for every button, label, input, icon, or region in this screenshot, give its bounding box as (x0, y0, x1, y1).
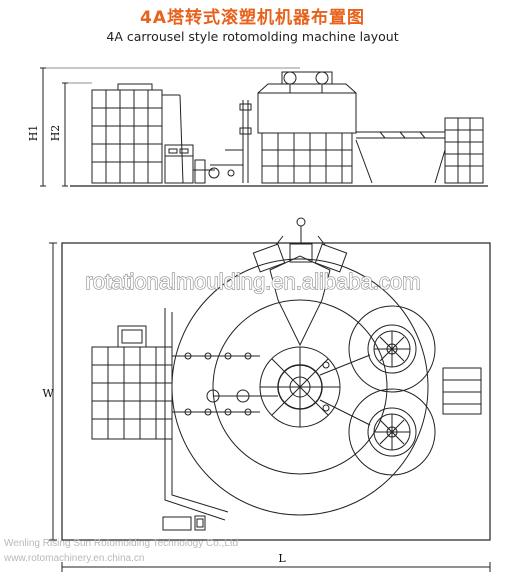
plan-view: W L (42, 217, 491, 572)
loading-cage-plan (91, 325, 173, 440)
floor-boundary (61, 242, 491, 541)
l-dimension (61, 562, 491, 572)
l-label: L (278, 552, 286, 565)
oven-elevation (91, 83, 184, 184)
carousel-spokes (260, 347, 340, 427)
arm-column (208, 100, 252, 183)
main-chamber (257, 71, 357, 184)
control-cabinet (164, 144, 215, 184)
cooling-station (434, 117, 484, 184)
w-label: W (42, 387, 54, 400)
mold-disc-lower (348, 388, 436, 476)
h1-label: H1 (27, 125, 40, 142)
watermark: rotationalmoulding.en.alibaba.com (85, 268, 421, 294)
oven-chamber-plan (252, 217, 348, 347)
h2-label: H2 (49, 125, 62, 142)
swing-circle-inner (212, 299, 388, 475)
cooling-conveyor (355, 131, 445, 184)
w-dimension (49, 242, 57, 541)
title-english: 4A carrousel style rotomolding machine l… (106, 29, 399, 44)
control-panel-plan (162, 515, 206, 531)
footer-company: Wenling Rising Sun Rotomolding Technolog… (4, 538, 239, 549)
watermark-text: rotationalmoulding.en.alibaba.com (85, 269, 420, 294)
height-dimensions (40, 67, 300, 187)
title-chinese: 4A塔转式滚塑机机器布置图 (140, 8, 365, 28)
footer-website: www.rotomachinery.en.china.cn (4, 553, 145, 564)
mold-disc-upper (348, 305, 436, 393)
cooling-station-plan (442, 367, 482, 415)
elevation-view: H1 H2 (27, 67, 488, 187)
rail-track (164, 308, 278, 521)
